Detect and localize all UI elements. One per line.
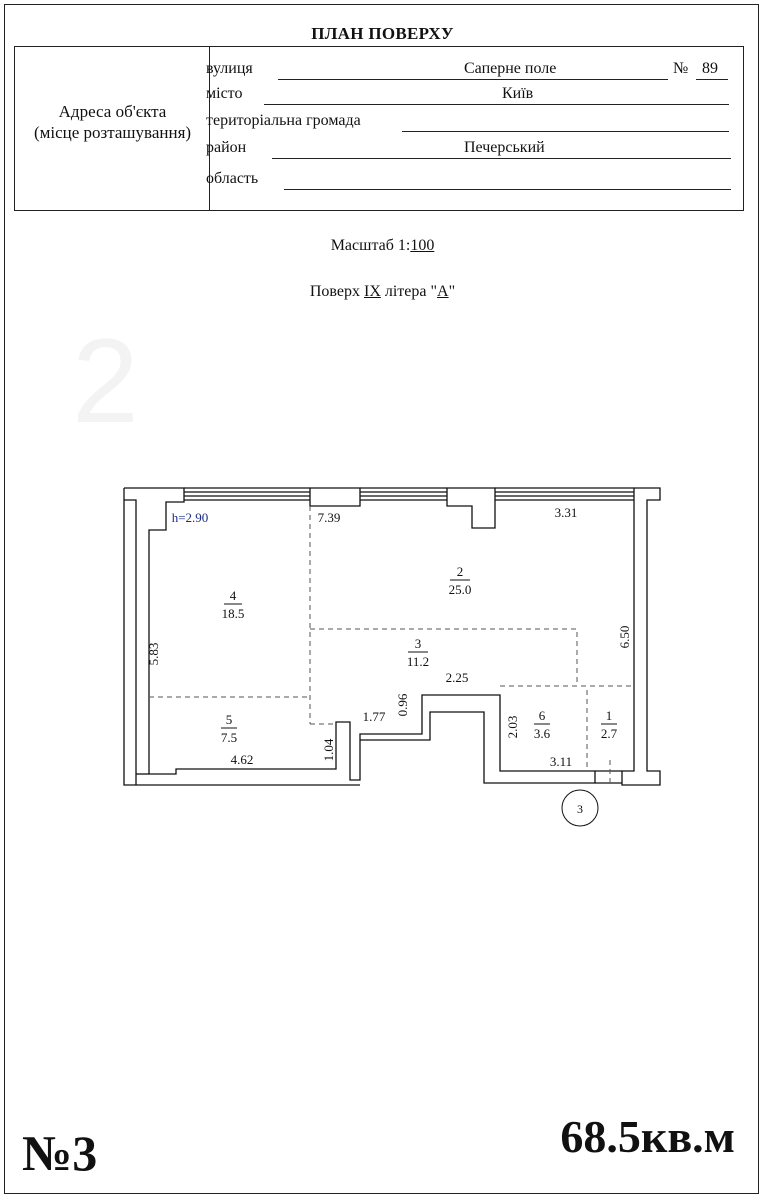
letter-value: А	[437, 283, 449, 300]
plan-wall-outline	[124, 487, 596, 784]
dimension-5-83: 5.83	[146, 643, 161, 666]
street-underline	[278, 79, 668, 80]
number-label: №	[673, 60, 689, 77]
floor-plan: h=2.90 4 18.5 2 25.0 3 11.2 5 7.5 6 3.6 …	[123, 487, 661, 827]
dimension-6-50: 6.50	[617, 626, 632, 649]
community-row: територіальна громада	[206, 112, 731, 134]
address-label-line1: Адреса об'єкта	[58, 102, 167, 121]
room-4-area: 18.5	[222, 606, 245, 621]
entrance-marker-circle	[561, 789, 599, 827]
address-label: Адреса об'єкта (місце розташування)	[15, 101, 210, 143]
dimension-3-11: 3.11	[550, 754, 572, 769]
city-underline	[264, 104, 729, 105]
window-west	[184, 487, 310, 501]
room-3-area: 11.2	[407, 654, 429, 669]
west-wall-inner	[124, 499, 137, 785]
entrance-marker-label: 3	[577, 802, 583, 816]
city-value: Київ	[502, 85, 534, 102]
room-6-number: 6	[539, 708, 546, 723]
district-value: Печерський	[464, 139, 545, 156]
pier-1	[309, 487, 361, 507]
district-label: район	[206, 139, 247, 156]
height-mark: h=2.90	[172, 510, 209, 525]
community-label: територіальна громада	[206, 112, 361, 129]
room-4-number: 4	[230, 588, 237, 603]
city-row: місто Київ	[206, 85, 731, 107]
street-label: вулиця	[206, 60, 253, 77]
partition-dashed-2-3	[310, 628, 578, 686]
floor-line: Поверх IX літера "А"	[0, 283, 765, 301]
address-label-line2: (місце розташування)	[33, 123, 192, 142]
document-title: ПЛАН ПОВЕРХУ	[311, 24, 454, 43]
address-label-cell: Адреса об'єкта (місце розташування)	[15, 47, 210, 210]
scale-line: Масштаб 1:100	[0, 237, 765, 255]
dimension-1-04: 1.04	[321, 738, 336, 761]
faint-watermark-mark: 2	[72, 314, 139, 448]
scale-value: 100	[410, 237, 435, 254]
room-2-area: 25.0	[449, 582, 472, 597]
partition-dashed-1	[586, 690, 611, 783]
room-5-number: 5	[226, 712, 233, 727]
total-area: 68.5кв.м	[560, 1111, 735, 1162]
scale-prefix: Масштаб 1:	[330, 237, 411, 254]
room-1-area: 2.7	[601, 726, 618, 741]
community-underline	[402, 131, 729, 132]
region-label: область	[206, 170, 259, 187]
street-value: Саперне поле	[464, 60, 557, 77]
dimension-3-31: 3.31	[555, 505, 578, 520]
east-wall	[621, 487, 661, 786]
dimension-4-62: 4.62	[231, 752, 254, 767]
room-1-number: 1	[606, 708, 613, 723]
dimension-7-39: 7.39	[318, 510, 341, 525]
floor-value: IX	[363, 283, 381, 300]
city-label: місто	[206, 85, 243, 102]
dimension-1-77: 1.77	[363, 709, 386, 724]
document-frame	[4, 4, 759, 1194]
dimension-2-25: 2.25	[446, 670, 469, 685]
number-value: 89	[702, 60, 718, 77]
room-2-number: 2	[457, 564, 464, 579]
apartment-number: №3	[22, 1125, 98, 1181]
room-6-area: 3.6	[534, 726, 551, 741]
window-middle	[360, 487, 447, 501]
region-row: область	[206, 170, 731, 192]
room-5-area: 7.5	[221, 730, 237, 745]
floor-middle: літера "	[380, 283, 438, 300]
floor-suffix: "	[448, 283, 456, 300]
address-table: Адреса об'єкта (місце розташування)	[14, 46, 744, 211]
west-wall-outer	[123, 488, 360, 786]
floor-prefix: Поверх	[309, 283, 364, 300]
dimension-2-03: 2.03	[505, 716, 520, 739]
dimension-0-96: 0.96	[395, 693, 410, 716]
window-east	[495, 487, 634, 501]
number-underline	[696, 79, 728, 80]
street-row: вулиця Саперне поле № 89	[206, 60, 731, 82]
room-3-number: 3	[415, 636, 422, 651]
entrance-opening	[595, 770, 622, 784]
district-row: район Печерський	[206, 139, 731, 161]
district-underline	[272, 158, 731, 159]
region-underline	[284, 189, 731, 190]
pier-2	[446, 487, 496, 529]
